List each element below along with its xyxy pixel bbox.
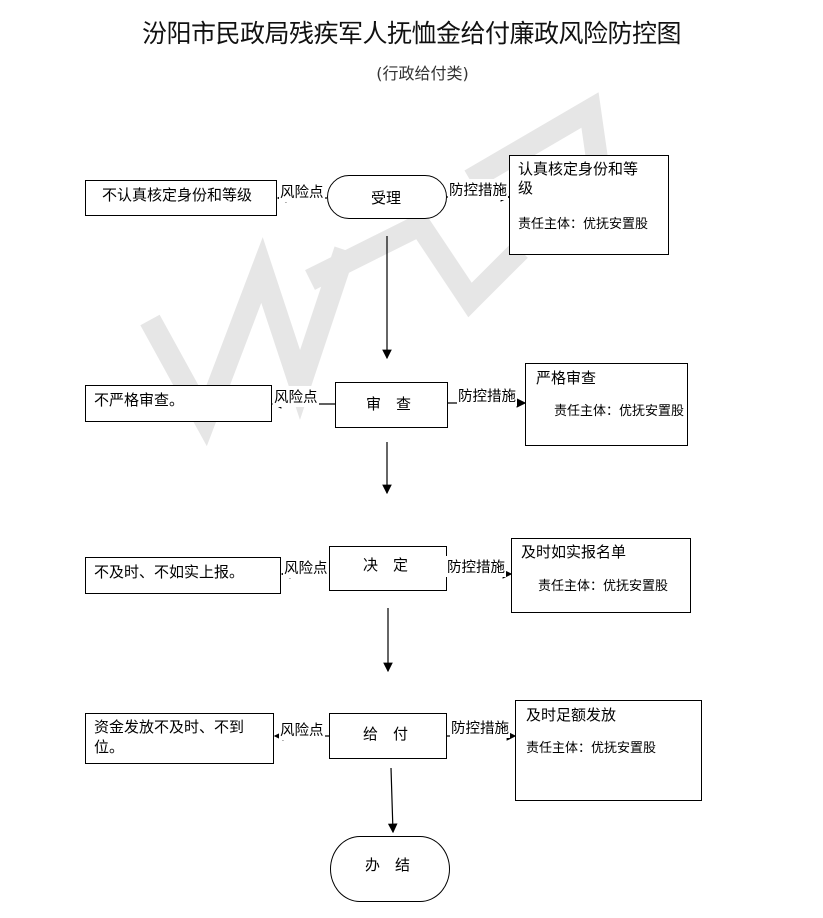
risk-label-review: 风险点 <box>273 386 319 407</box>
control-label-accept: 防控措施 <box>448 179 508 200</box>
risk-text-pay-1: 资金发放不及时、不到 <box>94 718 245 736</box>
control-text-review: 严格审查 <box>536 369 597 387</box>
control-box-accept: 认真核定身份和等 级 责任主体：优抚安置股 <box>509 155 669 255</box>
step-finish: 办 结 <box>330 836 450 902</box>
page-title: 汾阳市民政局残疾军人抚恤金给付廉政风险防控图 <box>141 19 682 48</box>
page-subtitle: (行政给付类) <box>376 64 469 83</box>
control-box-decide: 及时如实报名单 责任主体：优抚安置股 <box>511 538 691 613</box>
control-owner-accept: 责任主体：优抚安置股 <box>518 217 649 232</box>
step-decide: 决 定 <box>329 546 447 591</box>
step-accept: 受理 <box>327 175 447 219</box>
step-review: 审 查 <box>335 382 448 428</box>
risk-text-decide: 不及时、不如实上报。 <box>94 563 245 581</box>
control-label-pay: 防控措施 <box>450 717 510 738</box>
control-owner-review: 责任主体：优抚安置股 <box>554 404 685 419</box>
control-box-pay: 及时足额发放 责任主体：优抚安置股 <box>515 700 702 801</box>
risk-text-review: 不严格审查。 <box>94 391 185 409</box>
risk-label-accept: 风险点 <box>279 181 325 202</box>
step-pay: 给 付 <box>329 713 447 759</box>
risk-box-pay: 资金发放不及时、不到 位。 <box>85 713 274 764</box>
risk-box-review: 不严格审查。 <box>85 385 272 422</box>
control-text-pay: 及时足额发放 <box>526 706 617 724</box>
step-review-label: 审 查 <box>366 395 412 413</box>
risk-label-decide: 风险点 <box>283 557 329 578</box>
risk-text-accept: 不认真核定身份和等级 <box>102 186 253 204</box>
control-text-accept-2: 级 <box>518 179 534 197</box>
control-owner-pay: 责任主体：优抚安置股 <box>526 741 657 756</box>
risk-box-accept: 不认真核定身份和等级 <box>85 180 277 216</box>
control-text-decide: 及时如实报名单 <box>521 543 627 561</box>
step-decide-label: 决 定 <box>363 556 409 574</box>
risk-box-decide: 不及时、不如实上报。 <box>85 557 281 594</box>
control-box-review: 严格审查 责任主体：优抚安置股 <box>525 363 688 446</box>
control-text-accept-1: 认真核定身份和等 <box>518 160 639 178</box>
risk-label-pay: 风险点 <box>279 719 325 740</box>
control-label-review: 防控措施 <box>457 385 517 406</box>
risk-text-pay-2: 位。 <box>94 738 125 756</box>
control-label-decide: 防控措施 <box>446 556 506 577</box>
step-pay-label: 给 付 <box>363 725 409 743</box>
step-finish-label: 办 结 <box>365 856 411 874</box>
step-accept-label: 受理 <box>371 189 402 207</box>
control-owner-decide: 责任主体：优抚安置股 <box>538 579 669 594</box>
